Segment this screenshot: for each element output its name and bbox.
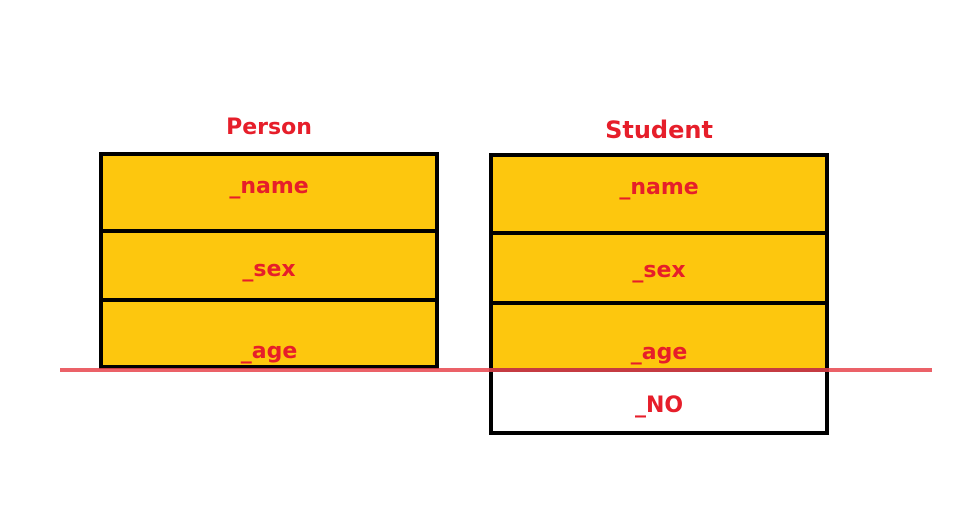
person-field-divider <box>103 298 435 302</box>
student-field-name: _name <box>619 175 699 200</box>
person-field-sex: _sex <box>242 257 296 282</box>
slicing-line <box>60 368 932 372</box>
person-field-divider <box>103 229 435 233</box>
person-field-age: _age <box>240 339 298 364</box>
student-field-divider <box>493 231 825 235</box>
student-class-title: Student <box>605 116 713 144</box>
student-memory-layout: _name _sex _age _NO <box>489 153 829 435</box>
person-field-name: _name <box>229 174 309 199</box>
student-extra-field-background <box>493 370 825 431</box>
student-field-no: _NO <box>634 393 684 418</box>
student-field-age: _age <box>630 340 688 365</box>
person-class-title: Person <box>226 115 312 140</box>
student-field-sex: _sex <box>632 258 686 283</box>
person-memory-layout: _name _sex _age <box>99 152 439 369</box>
student-field-divider <box>493 301 825 305</box>
